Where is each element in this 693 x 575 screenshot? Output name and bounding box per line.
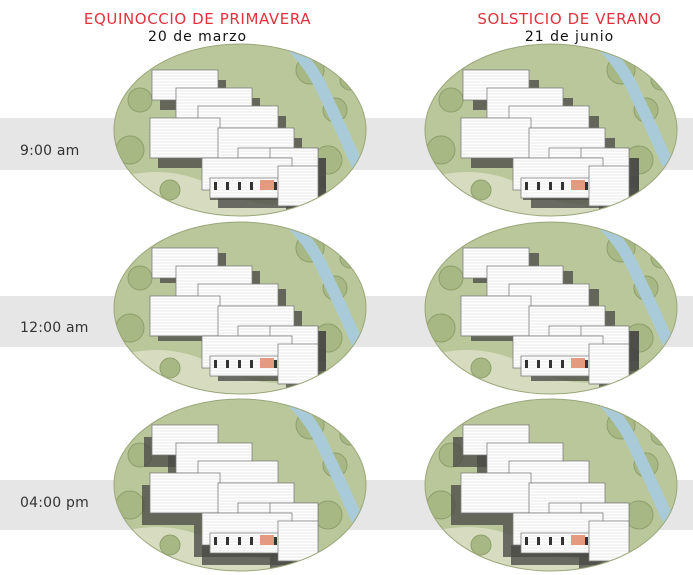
site-plan-drawing [113,43,367,217]
site-plan-equinox-afternoon [110,395,370,575]
site-plan-solstice-afternoon [421,395,681,575]
time-label-morning: 9:00 am [20,143,80,159]
time-label-noon: 12:00 am [20,320,89,336]
site-plan-drawing [113,398,367,572]
site-plan-drawing [113,221,367,395]
column-date-solstice: 21 de junio [524,29,615,45]
column-title-solstice: SOLSTICIO DE VERANO [477,10,662,28]
time-label-afternoon: 04:00 pm [20,495,89,511]
site-plan-equinox-morning [110,40,370,220]
site-plan-drawing [424,398,678,572]
site-plan-solstice-noon [421,218,681,398]
site-plan-drawing [424,43,678,217]
site-plan-solstice-morning [421,40,681,220]
site-plan-drawing [424,221,678,395]
site-plan-equinox-noon [110,218,370,398]
column-date-equinox: 20 de marzo [147,29,248,45]
column-title-equinox: EQUINOCCIO DE PRIMAVERA [83,10,312,28]
